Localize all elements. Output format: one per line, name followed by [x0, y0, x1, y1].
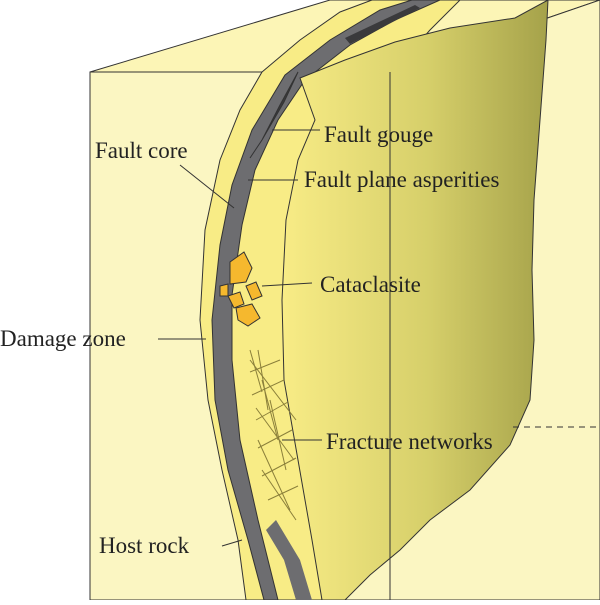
leader-lines — [158, 129, 322, 547]
leader-host-rock — [221, 539, 243, 547]
fault-plane — [281, 0, 549, 601]
label-cataclasite: Cataclasite — [320, 272, 421, 297]
leader-cataclasite — [261, 282, 313, 287]
fracture-network — [249, 349, 299, 521]
label-fault-plane-asperities: Fault plane asperities — [304, 167, 499, 192]
cataclasite-fragment — [245, 281, 263, 301]
fault-core — [211, 0, 441, 601]
cataclasite-fragment — [229, 251, 253, 285]
fault-gouge — [249, 71, 299, 159]
label-damage-zone: Damage zone — [0, 326, 126, 351]
cataclasite-fragments — [219, 251, 263, 327]
label-fault-gouge: Fault gouge — [324, 122, 433, 147]
label-fracture-networks: Fracture networks — [326, 429, 493, 454]
label-host-rock: Host rock — [99, 533, 190, 558]
fault-gouge-upper — [345, 5, 420, 44]
cataclasite-fragment — [219, 283, 229, 297]
label-fault-core: Fault core — [95, 138, 188, 163]
cataclasite-fragment — [227, 291, 245, 309]
fault-core-lower-strip — [266, 520, 312, 600]
leader-fault-core — [179, 164, 235, 209]
cataclasite-fragment — [235, 303, 261, 327]
